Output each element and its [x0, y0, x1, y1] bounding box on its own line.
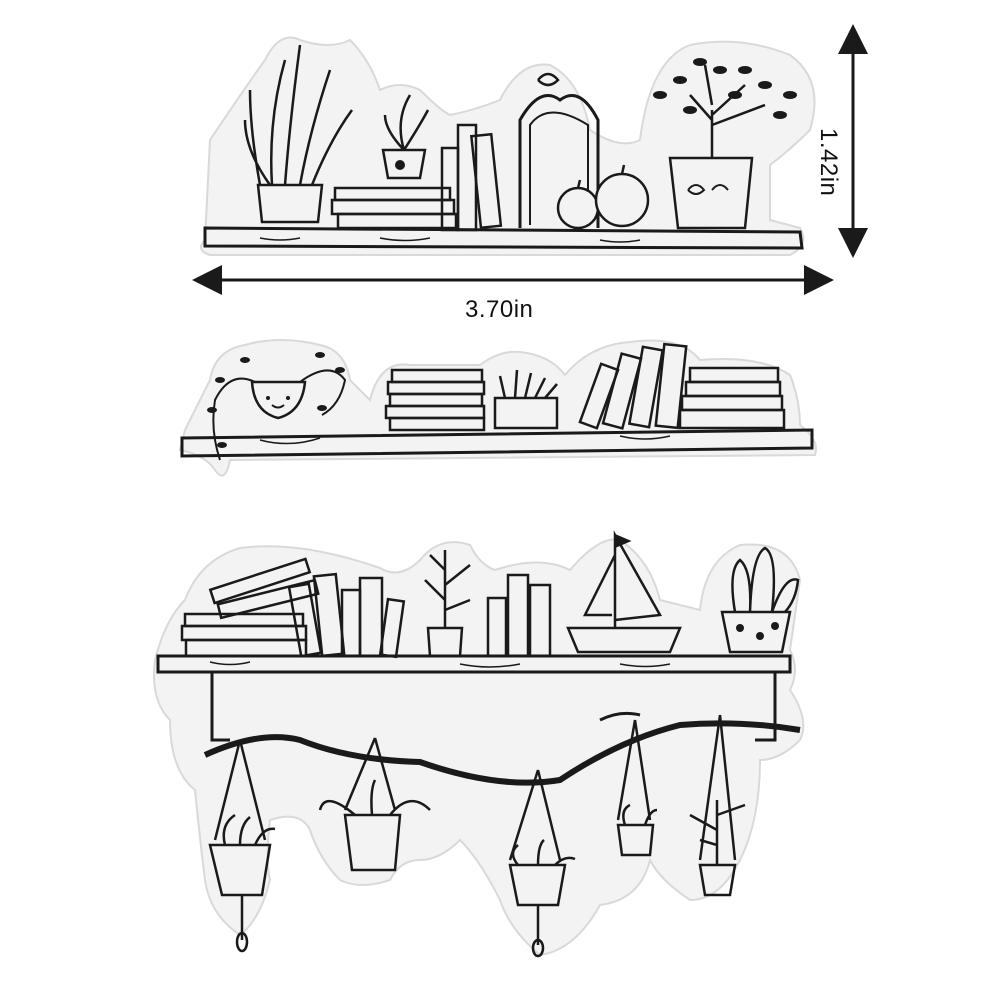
stamp-shelf-bottom [153, 530, 805, 958]
width-dimension-label: 3.70in [465, 296, 534, 323]
stamp-shelf-middle [178, 339, 817, 477]
height-dimension-label: 1.42in [815, 128, 842, 197]
stamp-shelf-top [200, 36, 816, 256]
